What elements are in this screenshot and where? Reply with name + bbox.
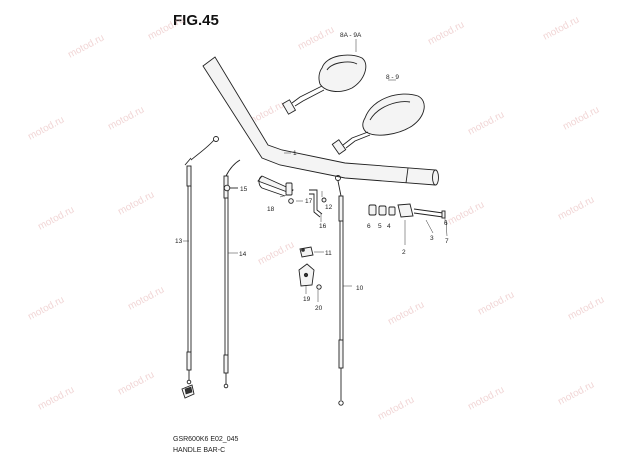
clamp-11 xyxy=(299,246,314,258)
callout-14: 14 xyxy=(239,251,247,258)
leader-lines xyxy=(183,39,448,302)
cable-guide xyxy=(257,175,294,197)
watermark-text: motod.ru xyxy=(66,32,106,60)
watermark-text: motod.ru xyxy=(256,239,296,267)
watermark-text: motod.ru xyxy=(116,189,156,217)
watermark-text: motod.ru xyxy=(541,14,581,42)
callout-17: 17 xyxy=(305,198,313,205)
watermark-text: motod.ru xyxy=(466,109,506,137)
watermark-text: motod.ru xyxy=(476,289,516,317)
watermark-text: motod.ru xyxy=(126,284,166,312)
diagram-code: GSR600K6 E02_045 xyxy=(173,436,239,443)
watermark-text: motod.ru xyxy=(26,294,66,322)
mirror-right xyxy=(331,93,425,155)
callout-labels: 1 2 3 4 5 6 6 7 8 - 9 8A - 9A 10 11 12 1… xyxy=(175,32,449,312)
watermark-text: motod.ru xyxy=(36,204,76,232)
callout-20: 20 xyxy=(315,305,323,312)
bolt-17 xyxy=(288,198,294,204)
callout-10: 10 xyxy=(356,285,364,292)
callout-2: 2 xyxy=(402,249,406,256)
callout-12: 12 xyxy=(325,204,333,211)
callout-16: 16 xyxy=(319,223,327,230)
bolt-15 xyxy=(223,184,238,192)
callout-13: 13 xyxy=(175,238,183,245)
watermark-text: motod.ru xyxy=(116,369,156,397)
screw-12 xyxy=(321,197,327,203)
watermark-text: motod.ru xyxy=(36,384,76,412)
callout-6-left: 6 xyxy=(367,223,371,230)
watermark-text: motod.ru xyxy=(446,199,486,227)
watermark-layer: motod.ru motod.ru motod.ru motod.ru moto… xyxy=(26,14,606,422)
watermark-text: motod.ru xyxy=(556,379,596,407)
watermark-text: motod.ru xyxy=(26,114,66,142)
clutch-cable xyxy=(335,175,344,406)
callout-5: 5 xyxy=(378,223,382,230)
watermark-text: motod.ru xyxy=(561,104,601,132)
callout-4: 4 xyxy=(387,223,391,230)
handlebar xyxy=(202,56,439,186)
watermark-text: motod.ru xyxy=(106,104,146,132)
watermark-text: motod.ru xyxy=(566,294,606,322)
callout-11: 11 xyxy=(325,250,332,257)
watermark-text: motod.ru xyxy=(146,14,186,42)
watermark-text: motod.ru xyxy=(466,384,506,412)
callout-15: 15 xyxy=(240,186,248,193)
callout-8a-9a: 8A - 9A xyxy=(340,32,362,39)
callout-1: 1 xyxy=(293,150,297,157)
throttle-cable xyxy=(184,136,219,385)
bracket-19 xyxy=(298,263,315,287)
callout-18: 18 xyxy=(267,206,275,213)
watermark-text: motod.ru xyxy=(426,19,466,47)
cable-end-fitting xyxy=(181,384,195,399)
watermark-text: motod.ru xyxy=(556,194,596,222)
clamp-16 xyxy=(309,189,323,218)
callout-3: 3 xyxy=(430,235,434,242)
bar-end-weight-assembly xyxy=(368,203,446,219)
watermark-text: motod.ru xyxy=(376,394,416,422)
callout-19: 19 xyxy=(303,296,311,303)
callout-6-right: 6 xyxy=(444,220,448,227)
watermark-text: motod.ru xyxy=(386,299,426,327)
callout-8-9: 8 - 9 xyxy=(386,74,399,81)
figure-title: FIG.45 xyxy=(173,12,219,29)
diagram-name: HANDLE BAR-C xyxy=(173,447,226,454)
callout-7: 7 xyxy=(445,238,449,245)
throttle-cable-secondary xyxy=(223,159,241,389)
mirror-left xyxy=(281,54,367,115)
bolt-20 xyxy=(316,284,322,290)
watermark-text: motod.ru xyxy=(296,24,336,52)
